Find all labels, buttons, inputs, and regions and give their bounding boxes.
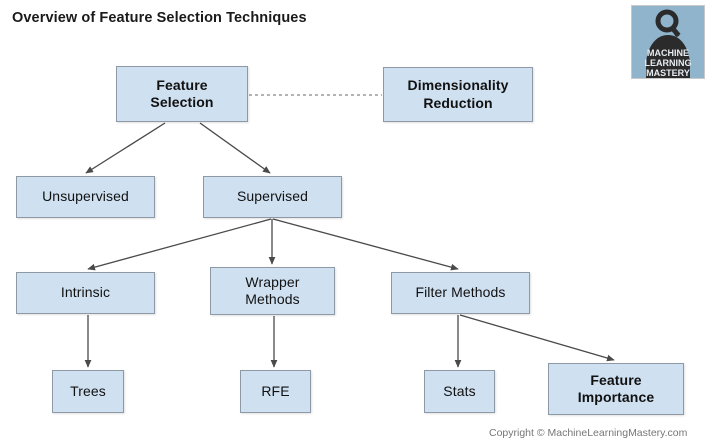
edge-supervised-intrinsic <box>87 218 272 271</box>
node-stats-label: Stats <box>443 382 476 399</box>
page-title: Overview of Feature Selection Techniques <box>12 10 307 26</box>
logo-line-1: MACHINE <box>647 48 689 58</box>
node-trees-label: Trees <box>70 382 106 399</box>
node-rfe[interactable]: RFE <box>240 370 311 413</box>
node-supervised[interactable]: Supervised <box>203 176 342 218</box>
edge-feature-selection-supervised <box>199 122 271 174</box>
node-filter-methods-label: Filter Methods <box>415 284 506 301</box>
node-filter-methods[interactable]: Filter Methods <box>391 272 530 314</box>
logo-artwork: MACHINE LEARNING MASTERY <box>632 6 704 78</box>
edge-feature-selection-unsupervised <box>85 122 166 174</box>
copyright-notice: Copyright © MachineLearningMastery.com <box>489 427 688 439</box>
node-unsupervised-label: Unsupervised <box>42 188 129 205</box>
machine-learning-mastery-logo: MACHINE LEARNING MASTERY <box>631 5 705 79</box>
node-intrinsic[interactable]: Intrinsic <box>16 272 155 314</box>
torso-silhouette <box>646 35 690 78</box>
node-rfe-label: RFE <box>261 382 290 399</box>
node-stats[interactable]: Stats <box>424 370 495 413</box>
node-trees[interactable]: Trees <box>52 370 124 413</box>
edge-supervised-filter-methods <box>272 218 459 271</box>
logo-line-3: MASTERY <box>646 68 690 78</box>
node-intrinsic-label: Intrinsic <box>60 284 111 301</box>
node-supervised-label: Supervised <box>236 188 309 205</box>
magnifier-head-icon <box>655 9 681 38</box>
edge-filter-methods-feature-importance <box>459 314 615 362</box>
node-unsupervised[interactable]: Unsupervised <box>16 176 155 218</box>
logo-line-2: LEARNING <box>645 58 692 68</box>
